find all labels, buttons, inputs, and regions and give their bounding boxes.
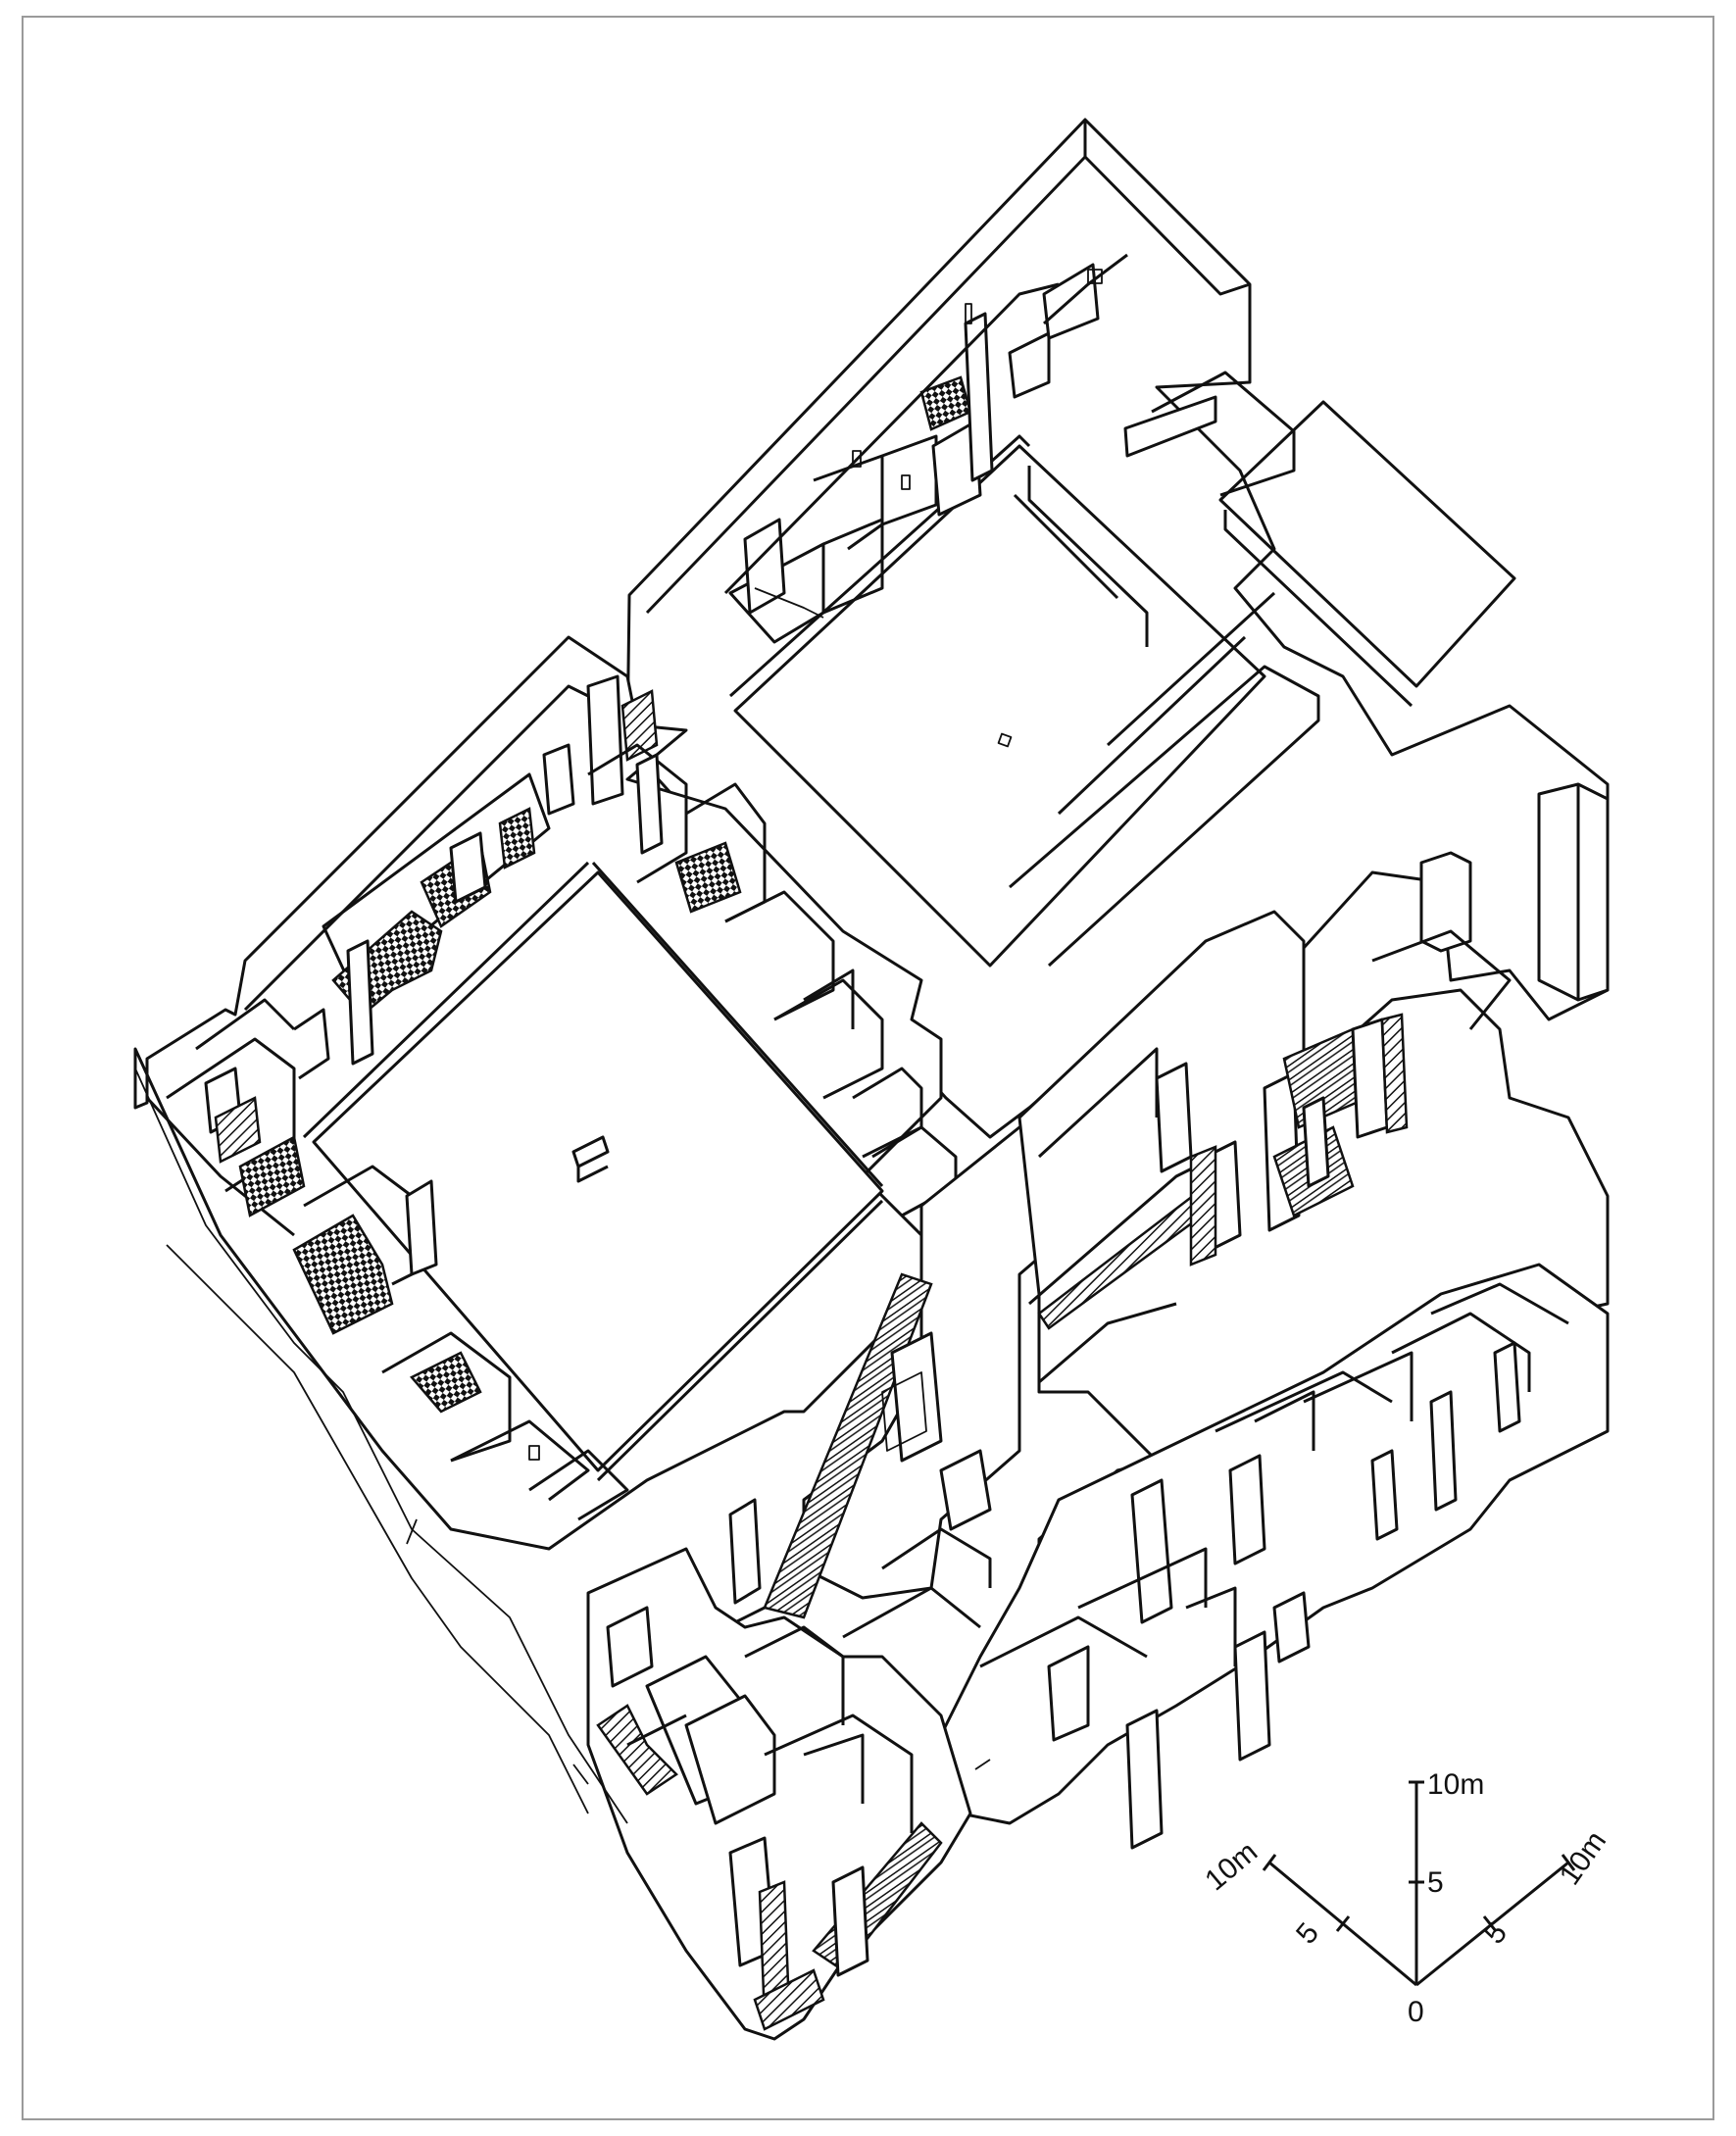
central-staircase [715,1125,1090,1706]
scale-label-origin: 0 [1408,1996,1424,2028]
isometric-scale [1262,1780,1576,1987]
scale-label-left-10m: 10m [1199,1836,1264,1898]
scale-label-vertical-5: 5 [1427,1866,1444,1899]
northeast-courtyard [733,444,1266,968]
terrain-outline [134,1068,991,1824]
northeast-courtyard-block [625,118,1610,1139]
south-wing [586,1547,972,2041]
scale-label-right-10m: 10m [1554,1825,1613,1891]
southeast-wing [939,1263,1610,1850]
scale-label-vertical-10m: 10m [1427,1768,1484,1801]
scale-right-axis [1415,1861,1569,1987]
scale-label-left-5: 5 [1290,1917,1325,1951]
northwest-courtyard-block [133,635,958,1551]
